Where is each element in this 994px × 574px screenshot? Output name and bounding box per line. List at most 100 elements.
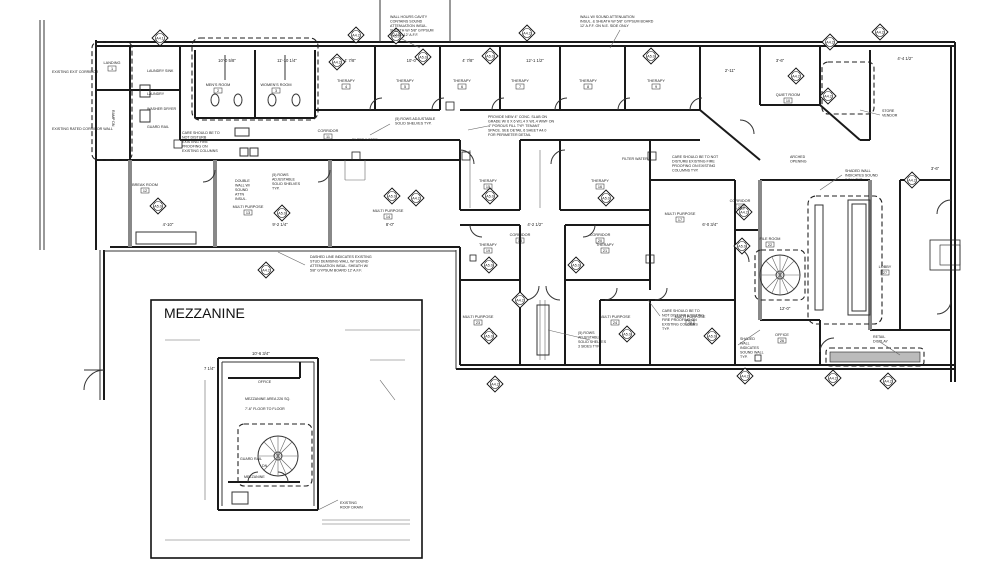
room-number: 16 (598, 185, 602, 189)
dimension-label: 4'-4 1/2" (897, 56, 913, 61)
tag-label: A4.2 (523, 32, 530, 36)
section-tag: A4.2 (824, 369, 842, 387)
tag-label: A5.0 (572, 264, 579, 268)
room-name: QUIET ROOM (776, 93, 800, 97)
section-tag: A4.2 (735, 203, 753, 221)
room-name: THERAPY (647, 79, 665, 83)
tag-circle (907, 175, 917, 185)
section-tag: A5.0 (149, 197, 167, 215)
dimension-label: 3'-6" (776, 58, 785, 63)
tag-circle (485, 51, 495, 61)
tag-circle (391, 31, 401, 41)
dashed-regions (91, 37, 925, 367)
dimension-label: 4' 7/8" (462, 58, 474, 63)
section-tag: A5.0 (480, 327, 498, 345)
tag-circle (601, 193, 611, 203)
section-tag: A4.2 (787, 67, 805, 85)
room-number: 2 (217, 89, 219, 93)
dimension-label: 10'-0" (407, 58, 418, 63)
tag-circle (277, 208, 287, 218)
room-name: THERAPY (596, 243, 614, 247)
tag-circle (737, 241, 747, 251)
room-number: 10 (786, 99, 790, 103)
room-name: THERAPY (579, 79, 597, 83)
tag-label: A5.0 (623, 333, 630, 337)
room-number: 5 (404, 85, 406, 89)
note-wall-cavity: WALL W/ SOUND ATTENUATION INSUL. & SHEAT… (580, 15, 654, 28)
room-name: LANDING (104, 61, 121, 65)
room-number: 3 (275, 89, 277, 93)
room-number: 6 (461, 85, 463, 89)
tag-label: A4.2 (908, 179, 915, 183)
note-slab: PROVIDE NEW 4" CONC. SLAB ON GRADE W/ 6 … (488, 115, 555, 137)
tag-circle (484, 260, 494, 270)
room-number: 18 (518, 239, 522, 243)
mezzanine-label: MEZZANINE (244, 475, 265, 479)
section-tag: A5.0 (642, 47, 660, 65)
room-number: 17 (678, 218, 682, 222)
note-store-vendor: STORE VENDOR (882, 109, 898, 118)
dimension-label: 12'-1 1/2" (526, 58, 544, 63)
room-number: 9 (655, 85, 657, 89)
tag-circle (828, 373, 838, 383)
tag-label: A5.0 (392, 35, 399, 39)
dimension-label: 4'-10" (163, 222, 174, 227)
room-number: 20 (598, 239, 602, 243)
room-name: MEN'S ROOM (206, 83, 231, 87)
note-care-bottom: CARE SHOULD BE TO NOT DISTURB EXISTING F… (662, 309, 705, 331)
room-number-box (583, 83, 593, 90)
room-number: 24 (613, 321, 617, 325)
mezzanine-dim-top: 10'-6 3/4" (252, 351, 270, 356)
room-name: CORRIDOR (730, 199, 751, 203)
tag-circle (823, 91, 833, 101)
section-tag: A4.2 (257, 261, 275, 279)
room-name: THERAPY (511, 79, 529, 83)
tag-label: A4.2 (352, 34, 359, 38)
section-tag: A4.2 (511, 291, 529, 309)
existing-rated-wall-note: EXISTING RATED CORRIDOR WALL (52, 127, 113, 131)
tag-circle (740, 371, 750, 381)
note-wall-hours: WALL HOURS CAVITY CONTAINS SOUND ATTENUA… (390, 15, 435, 37)
room-name: MULTI PURPOSE (675, 315, 706, 319)
section-tag: A5.0 (481, 47, 499, 65)
room-number: 11 (326, 135, 330, 139)
room-number-box (341, 83, 351, 90)
tag-label: A5.0 (738, 245, 745, 249)
door-swings (202, 97, 952, 353)
room-number-box (783, 97, 793, 104)
room-number: 8 (587, 85, 589, 89)
section-tag: A4.2 (879, 372, 897, 390)
tag-circle (791, 71, 801, 81)
left-existing-corridor (39, 20, 105, 400)
tag-circle (707, 331, 717, 341)
note-shelves-mid: (5) ROWS ADJUSTABLE SOLID SHELVES TYP. (272, 173, 301, 191)
tag-label: A5.0 (154, 205, 161, 209)
dimension-label: 4'-2 1/2" (527, 222, 543, 227)
tag-label: A4.2 (262, 269, 269, 273)
outer-walls (96, 0, 956, 382)
room-number-box (600, 247, 610, 254)
section-tag: A5.0 (567, 256, 585, 274)
note-shaded-wall-top: SHADED WALL INDICATES SOUND WALL TYP. (845, 169, 879, 182)
room-number: 13 (246, 211, 250, 215)
tag-circle (883, 376, 893, 386)
section-tag: A5.0 (733, 237, 751, 255)
leader-lines (277, 29, 901, 356)
mezzanine-roof-drain: EXISTING ROOF DRAIN (340, 501, 363, 510)
section-tag: A5.0 (481, 187, 499, 205)
room-number-box (213, 87, 223, 94)
tag-circle (825, 37, 835, 47)
note-retail-display: RETAIL DISPLAY (873, 335, 889, 344)
tag-label: A5.0 (388, 195, 395, 199)
